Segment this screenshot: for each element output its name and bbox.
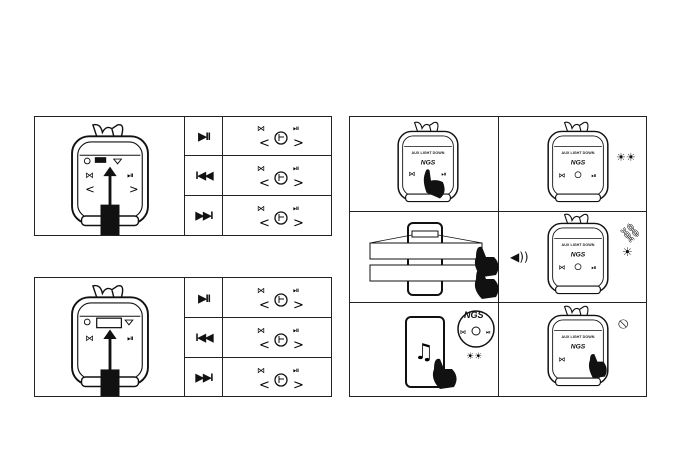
speaker-device-linked: AUX LIGHT DOWN NGS ⋈ ⏯ bbox=[530, 213, 626, 301]
panel-top-left: ⋈ ⏯ < > ▶II I◀◀ ▶▶I bbox=[34, 116, 332, 236]
svg-text:⏯: ⏯ bbox=[591, 172, 596, 180]
previous-icon: I◀◀ bbox=[184, 331, 224, 344]
play-pause-icon: ▶II bbox=[184, 130, 224, 143]
svg-text:NGS: NGS bbox=[421, 159, 436, 166]
speaker-device: ⋈ ⏯ bbox=[55, 284, 165, 396]
svg-text:⏯: ⏯ bbox=[127, 334, 134, 344]
svg-text:⏯: ⏯ bbox=[441, 170, 446, 178]
control-cluster-prev bbox=[257, 163, 307, 191]
svg-text:>: > bbox=[129, 182, 139, 196]
play-pause-icon: ▶II bbox=[184, 292, 224, 305]
svg-text:♫: ♫ bbox=[414, 340, 434, 365]
control-cluster-play bbox=[257, 123, 307, 151]
svg-text:⋈: ⋈ bbox=[409, 170, 416, 178]
control-cluster-next bbox=[257, 203, 307, 231]
svg-text:⏯: ⏯ bbox=[591, 264, 596, 272]
svg-text:⋈: ⋈ bbox=[85, 171, 94, 181]
control-cluster-prev bbox=[257, 325, 307, 353]
light-blink-icon: ☀☀ bbox=[616, 151, 636, 164]
svg-text:⋈: ⋈ bbox=[559, 356, 566, 364]
speaker-device-unlink: AUX LIGHT DOWN NGS ⋈ ⏯ bbox=[530, 305, 626, 393]
light-blink-icon: ☀ bbox=[622, 245, 633, 259]
svg-text:NGS: NGS bbox=[571, 343, 586, 350]
phone-music: ♫ NGS ⋈ ⏯ ☀☀ bbox=[400, 307, 500, 391]
control-cluster-play bbox=[257, 285, 307, 313]
svg-text:⋈: ⋈ bbox=[85, 334, 94, 344]
svg-text:<: < bbox=[85, 182, 95, 196]
control-cluster-next bbox=[257, 365, 307, 393]
svg-text:AUX LIGHT DOWN: AUX LIGHT DOWN bbox=[562, 243, 595, 247]
svg-text:AUX LIGHT DOWN: AUX LIGHT DOWN bbox=[562, 151, 595, 155]
svg-text:⋈: ⋈ bbox=[559, 172, 566, 180]
unlink-icon: ⦸ bbox=[618, 313, 628, 333]
svg-text:☀☀: ☀☀ bbox=[466, 352, 482, 362]
svg-text:⋈: ⋈ bbox=[460, 329, 466, 336]
speaker-sound-icon: ◀)) bbox=[510, 250, 529, 264]
panel-right: AUX LIGHT DOWN NGS ⋈ ⏯ AUX LIGHT DOWN NG… bbox=[349, 116, 647, 397]
svg-text:AUX LIGHT DOWN: AUX LIGHT DOWN bbox=[562, 335, 595, 339]
svg-text:⋈: ⋈ bbox=[559, 264, 566, 272]
speaker-device-tap: AUX LIGHT DOWN NGS ⋈ ⏯ bbox=[380, 121, 476, 209]
phone-pairing bbox=[368, 221, 504, 301]
svg-text:NGS: NGS bbox=[464, 310, 484, 320]
next-icon: ▶▶I bbox=[184, 371, 224, 384]
speaker-device: ⋈ ⏯ < > bbox=[55, 123, 165, 235]
svg-text:NGS: NGS bbox=[571, 159, 586, 166]
next-icon: ▶▶I bbox=[184, 209, 224, 222]
panel-bottom-left: ⋈ ⏯ ▶II I◀◀ ▶▶I bbox=[34, 277, 332, 397]
svg-text:⏯: ⏯ bbox=[486, 329, 491, 336]
speaker-device-blink: AUX LIGHT DOWN NGS ⋈ ⏯ bbox=[530, 121, 626, 209]
svg-text:⏯: ⏯ bbox=[127, 171, 134, 181]
svg-text:AUX LIGHT DOWN: AUX LIGHT DOWN bbox=[412, 151, 445, 155]
svg-text:NGS: NGS bbox=[571, 251, 586, 258]
previous-icon: I◀◀ bbox=[184, 169, 224, 182]
